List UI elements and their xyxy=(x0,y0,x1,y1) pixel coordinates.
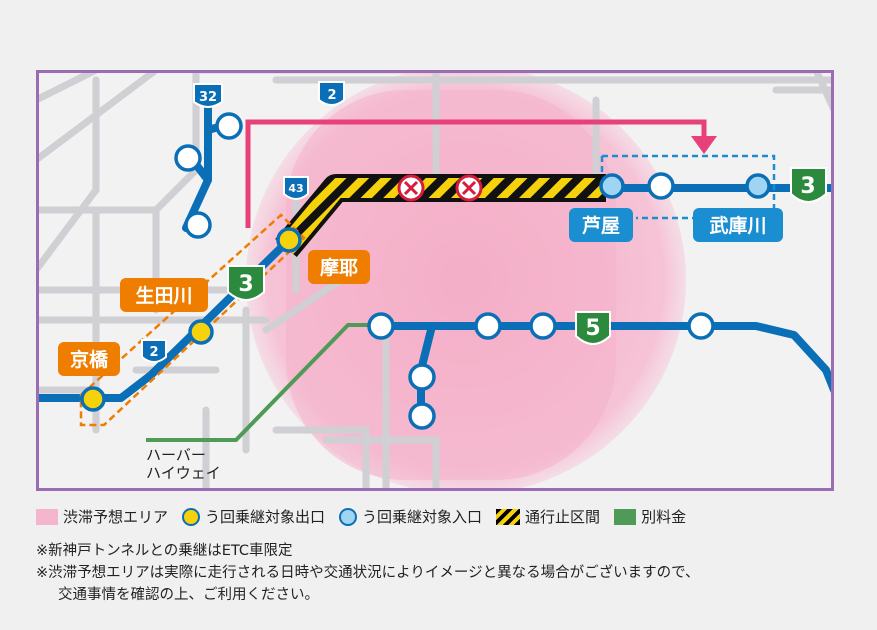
svg-text:芦屋: 芦屋 xyxy=(582,214,620,237)
exit-kyobashi xyxy=(80,386,106,412)
harbor-highway-label-2: ハイウェイ xyxy=(146,465,221,482)
harbor-highway-label-1: ハーバー xyxy=(146,447,206,464)
svg-text:5: 5 xyxy=(585,316,600,341)
label-ashiya: 芦屋 xyxy=(569,208,633,242)
closed-section xyxy=(275,174,606,257)
entry-swatch xyxy=(339,507,358,526)
exit-maya xyxy=(276,227,302,253)
legend-entry-label: う回乗継対象入口 xyxy=(362,508,483,526)
legend-entry: う回乗継対象入口 xyxy=(339,506,482,527)
note-congestion-cont: 交通事情を確認の上、ご利用ください。 xyxy=(58,587,319,603)
legend-exit-label: う回乗継対象出口 xyxy=(205,508,326,526)
route-3-green-left: 3 xyxy=(227,265,265,301)
legend-congestion-label: 渋滞予想エリア xyxy=(63,508,169,526)
exit-swatch xyxy=(182,507,201,526)
svg-text:武庫川: 武庫川 xyxy=(709,214,766,237)
svg-text:43: 43 xyxy=(288,182,303,195)
route-43-shield: 43 xyxy=(283,176,309,200)
svg-text:3: 3 xyxy=(238,272,253,297)
svg-text:32: 32 xyxy=(199,90,217,105)
legend-closed: 通行止区間 xyxy=(496,506,600,527)
detour-exits xyxy=(80,227,302,412)
svg-text:生田川: 生田川 xyxy=(135,284,192,307)
detour-entries xyxy=(599,173,771,199)
route-32-shield: 32 xyxy=(193,83,223,108)
svg-text:京橋: 京橋 xyxy=(70,348,109,371)
entry-mukogawa xyxy=(745,173,771,199)
legend: 渋滞予想エリア う回乗継対象出口 う回乗継対象入口 通行止区間 別料金 xyxy=(36,506,700,527)
route-2-shield-top: 2 xyxy=(318,81,345,106)
exit-ikutagawa xyxy=(188,319,214,345)
closed-swatch xyxy=(496,508,521,525)
map-frame-border xyxy=(36,70,834,491)
detour-arrow xyxy=(245,119,717,228)
congestion-swatch xyxy=(36,508,58,525)
entry-ashiya xyxy=(599,173,625,199)
separate-fare-swatch xyxy=(614,508,637,525)
closed-marker-2 xyxy=(455,174,483,202)
route-2-shield-mid: 2 xyxy=(141,339,167,363)
svg-text:2: 2 xyxy=(327,88,336,103)
label-ikutagawa: 生田川 xyxy=(120,278,208,312)
note-etc: ※新神戸トンネルとの乗継はETC車限定 xyxy=(36,543,293,559)
label-kyobashi: 京橋 xyxy=(58,342,120,376)
label-maya: 摩耶 xyxy=(308,250,370,284)
route-5-green: 5 xyxy=(575,311,611,345)
junctions xyxy=(174,112,715,430)
note-congestion: ※渋滞予想エリアは実際に走行される日時や交通状況によりイメージと異なる場合がござ… xyxy=(36,565,700,581)
detour-exit-zone xyxy=(79,213,306,427)
legend-closed-label: 通行止区間 xyxy=(525,508,601,526)
notes: ※新神戸トンネルとの乗継はETC車限定 ※渋滞予想エリアは実際に走行される日時や… xyxy=(36,540,700,606)
closed-marker-1 xyxy=(397,174,425,202)
route-3-green-right: 3 xyxy=(790,167,827,203)
svg-text:摩耶: 摩耶 xyxy=(320,256,358,279)
legend-separate-fare: 別料金 xyxy=(614,506,686,527)
svg-text:3: 3 xyxy=(800,174,815,199)
separate-fare-road xyxy=(146,323,381,442)
svg-text:2: 2 xyxy=(149,345,158,360)
legend-separate-fare-label: 別料金 xyxy=(641,508,687,526)
legend-congestion: 渋滞予想エリア xyxy=(36,506,168,527)
legend-exit: う回乗継対象出口 xyxy=(182,506,325,527)
route-map: ハーバー ハイウェイ xyxy=(36,70,834,491)
label-mukogawa: 武庫川 xyxy=(693,208,783,242)
